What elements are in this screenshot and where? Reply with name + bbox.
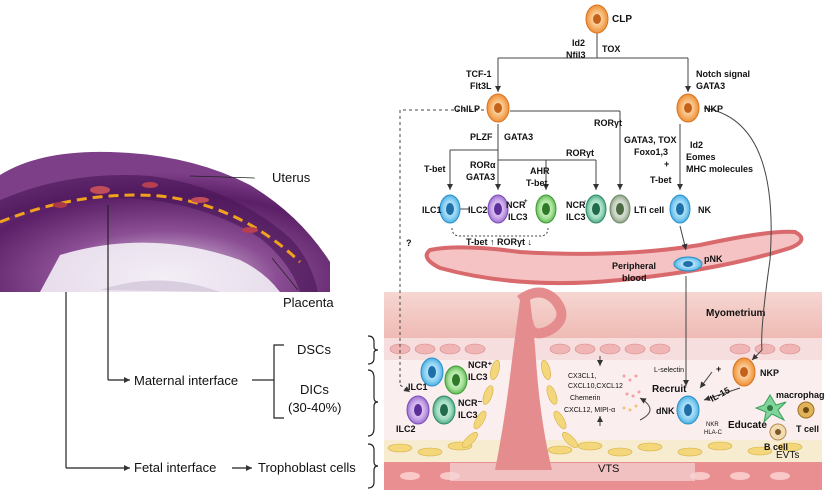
label-bcell: B cell — [764, 442, 788, 452]
factor-rorgt-lti: RORγt — [594, 118, 622, 128]
decidual-cells — [406, 357, 815, 441]
label-trophoblast-cells: Trophoblast cells — [258, 460, 356, 475]
label-d-ncr-pos-ilc3: ILC3 — [468, 372, 488, 382]
factor-plzf: PLZF — [470, 132, 493, 142]
label-placenta: Placenta — [283, 295, 334, 310]
factor-gata3-ilc2: GATA3 — [466, 172, 495, 182]
factor-tbet-rorgt: T-bet ↑ RORγt ↓ — [466, 237, 532, 247]
label-d-ncr-neg: NCR⁻ — [458, 398, 482, 408]
label-pnk: pNK — [704, 254, 723, 264]
factor-flt3l: Flt3L — [470, 81, 492, 91]
label-recruit: Recruit — [652, 384, 687, 395]
label-maternal-interface: Maternal interface — [134, 373, 238, 388]
label-educate: Educate — [728, 420, 767, 431]
label-chilp: ChILP — [454, 104, 480, 114]
label-chem4: CXCL12, MIPI-α — [564, 407, 615, 414]
factor-tbet-ilc1: T-bet — [424, 164, 446, 174]
label-ilc2: ILC2 — [468, 205, 488, 215]
interface-pointers — [65, 205, 284, 471]
histology-image — [0, 151, 330, 292]
label-ncr-pos-ilc3: ILC3 — [508, 212, 528, 222]
label-dics-percent: (30-40%) — [288, 400, 341, 415]
lineage-lines — [399, 33, 772, 393]
factor-nk-id2: Id2 — [690, 140, 703, 150]
label-d-ilc2: ILC2 — [396, 424, 416, 434]
label-question: ? — [406, 238, 412, 248]
lineage-cells — [439, 4, 703, 272]
label-blood: blood — [622, 273, 647, 283]
factor-nfil3: Nfil3 — [566, 50, 586, 60]
label-dics: DICs — [300, 382, 329, 397]
label-uterus: Uterus — [272, 170, 311, 185]
label-ncr-pos-sup: + — [524, 199, 528, 205]
label-chem2: CXCL10,CXCL12 — [568, 383, 623, 390]
factor-nk-gata3-tox: GATA3, TOX — [624, 135, 677, 145]
label-nkr: NKR — [706, 422, 719, 428]
peripheral-blood-vessel — [424, 229, 804, 286]
label-lti: LTi cell — [634, 205, 664, 215]
label-hlac: HLA-C — [704, 430, 723, 436]
label-nk: NK — [698, 205, 711, 215]
label-ncr-neg-ilc3: ILC3 — [566, 212, 586, 222]
factor-ahr: AHR — [530, 166, 550, 176]
label-d-nkp: NKP — [760, 368, 779, 378]
factor-id2: Id2 — [572, 38, 585, 48]
label-chem3: Chemerin — [570, 395, 600, 402]
label-fetal-interface: Fetal interface — [134, 460, 216, 475]
label-chem1: CX3CL1, — [568, 373, 596, 380]
label-nkp: NKP — [704, 104, 723, 114]
factor-gata3-notch: GATA3 — [696, 81, 725, 91]
label-ncr-neg-sup: - — [584, 199, 586, 205]
factor-nk-plus: + — [664, 159, 669, 169]
factor-nk-tbet: T-bet — [650, 175, 672, 185]
factor-tcf1: TCF-1 — [466, 69, 492, 79]
factor-gata3-chilp: GATA3 — [504, 132, 533, 142]
label-macrophages: macrophages — [776, 390, 825, 400]
label-evts: EVTs — [776, 450, 799, 461]
label-d-ilc1: ILC1 — [408, 382, 428, 392]
factor-nk-mhc: MHC molecules — [686, 164, 753, 174]
label-d-ncr-neg-ilc3: ILC3 — [458, 410, 478, 420]
label-dnk: dNK — [656, 406, 675, 416]
label-lselectin: L-selectin — [654, 367, 684, 374]
layer-braces — [367, 335, 379, 489]
factor-rora: RORα — [470, 160, 496, 170]
factor-nk-foxo: Foxo1,3 — [634, 147, 668, 157]
label-tcell: T cell — [796, 424, 819, 434]
factor-tbet-ilc3: T-bet — [526, 178, 548, 188]
label-d-plus: + — [716, 364, 721, 374]
label-d-ncr-pos: NCR⁺ — [468, 360, 492, 370]
decidual-arrows — [597, 349, 763, 426]
label-peripheral: Peripheral — [612, 261, 656, 271]
label-myometrium: Myometrium — [706, 308, 766, 319]
factor-rorgt-ilc3: RORγt — [566, 148, 594, 158]
factor-notch: Notch signal — [696, 69, 750, 79]
label-ilc1: ILC1 — [422, 205, 442, 215]
label-dscs: DSCs — [297, 342, 331, 357]
label-ncr-neg: NCR — [566, 200, 586, 210]
factor-nk-eomes: Eomes — [686, 152, 716, 162]
label-ncr-pos: NCR — [506, 200, 526, 210]
label-vts: VTS — [598, 463, 619, 475]
label-clp: CLP — [612, 14, 632, 25]
chemokine-dots — [622, 374, 641, 412]
factor-tox: TOX — [602, 44, 620, 54]
